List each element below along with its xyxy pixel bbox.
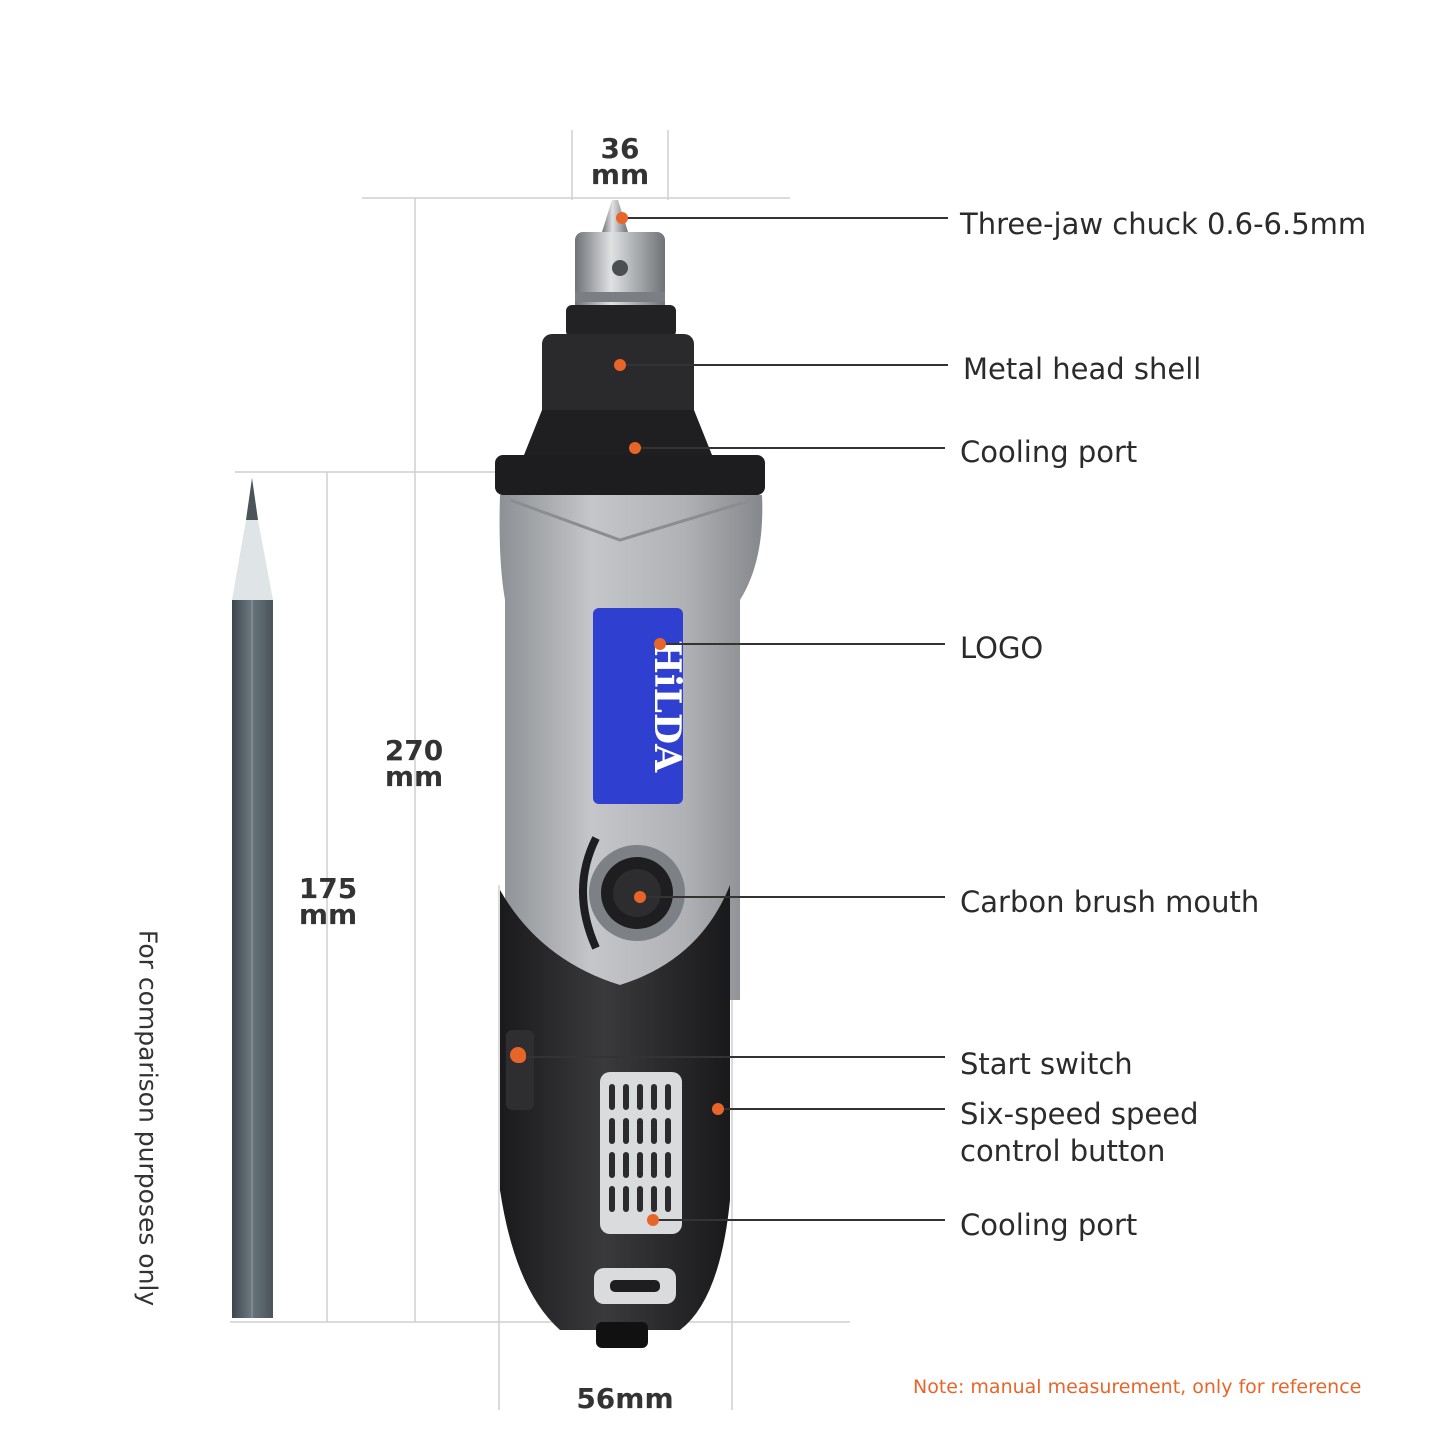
callout-start-switch: Start switch	[960, 1047, 1133, 1081]
start-switch	[506, 1030, 534, 1110]
metal-head-shell	[542, 334, 694, 420]
marker-chuck	[616, 212, 628, 224]
dim-total-unit: mm	[384, 760, 444, 793]
callout-chuck: Three-jaw chuck 0.6-6.5mm	[960, 207, 1367, 241]
dim-chuck-value: 36	[600, 132, 640, 165]
callout-cooling-port-top: Cooling port	[960, 435, 1138, 469]
dim-pencil-value: 175	[298, 872, 358, 905]
callout-leaders	[520, 217, 948, 1221]
comparison-note: For comparison purposes only	[133, 929, 163, 1307]
dim-pencil-unit: mm	[298, 898, 358, 931]
marker-head-shell	[614, 359, 626, 371]
dim-chuck-unit: mm	[590, 158, 650, 191]
marker-carbon-brush	[634, 891, 646, 903]
marker-cooling-port-top	[629, 442, 641, 454]
dim-total-length: 270 mm	[374, 734, 454, 793]
callout-head-shell: Metal head shell	[963, 352, 1202, 386]
logo-badge	[593, 608, 683, 804]
brand-logo: HiLDA	[646, 640, 688, 773]
callout-carbon-brush: Carbon brush mouth	[960, 885, 1260, 919]
marker-speed-button	[712, 1103, 724, 1115]
pencil-reference	[232, 478, 273, 1318]
callout-logo: LOGO	[960, 631, 1044, 665]
marker-logo	[654, 638, 666, 650]
callout-cooling-port-bottom: Cooling port	[960, 1208, 1138, 1242]
rotary-tool: HiLDA	[495, 200, 765, 1348]
bit	[602, 200, 628, 232]
dim-body-width: 56mm	[576, 1382, 674, 1415]
dim-total-value: 270	[384, 734, 444, 767]
measurement-note: Note: manual measurement, only for refer…	[913, 1376, 1362, 1398]
marker-cooling-port-bottom	[647, 1214, 659, 1226]
callout-speed-button-line1: Six-speed speed	[960, 1097, 1199, 1131]
callout-markers	[514, 212, 724, 1226]
dim-pencil-length: 175 mm	[288, 872, 368, 931]
callout-speed-button-line2: control button	[960, 1134, 1166, 1168]
marker-start-switch	[514, 1051, 526, 1063]
dim-chuck-width: 36 mm	[580, 132, 660, 191]
dimension-guides	[230, 130, 850, 1410]
